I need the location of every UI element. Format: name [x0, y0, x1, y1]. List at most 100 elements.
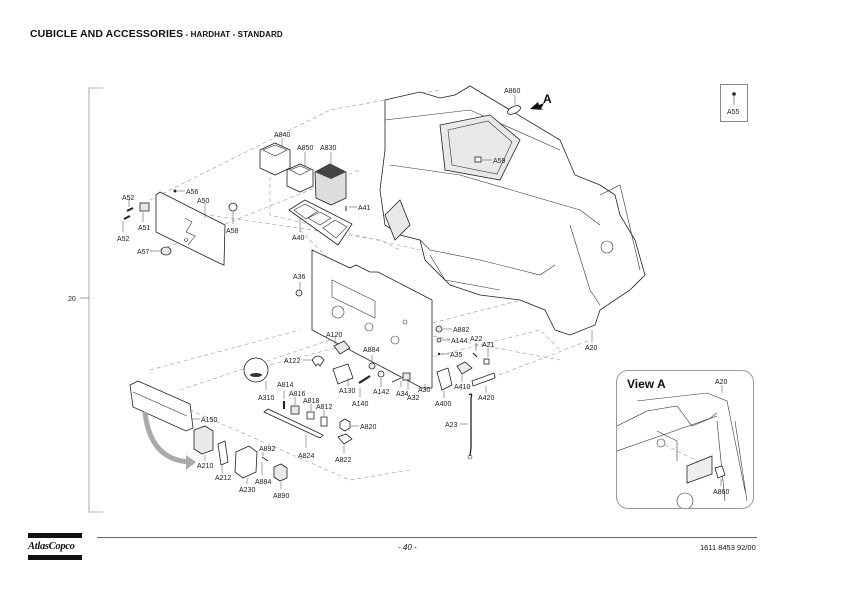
label-a20: A20 [585, 330, 598, 352]
screw-a55-icon: A55 [727, 92, 740, 116]
part-label-a310: A310 [258, 395, 274, 402]
view-a-label-a860: A860 [713, 489, 729, 496]
rail-a420: A420 [471, 372, 496, 402]
part-a410: A410 [454, 361, 473, 391]
part-a59: A59 [474, 156, 506, 165]
lock-a57: A57 [137, 246, 172, 256]
part-label-a150: A150 [201, 417, 217, 424]
part-a144: A144 [436, 337, 467, 345]
switch-a120: A120 [326, 332, 351, 355]
part-label-a840: A840 [274, 132, 290, 139]
page-number: - 40 - [398, 543, 417, 552]
part-a860: A860 [504, 88, 521, 115]
part-label-a21: A21 [482, 342, 495, 349]
frame-a40: A40 [288, 199, 353, 246]
inset-a55: A55 [720, 84, 748, 122]
page-title: CUBICLE AND ACCESSORIES - HARDHAT - STAN… [30, 28, 283, 40]
part-label-a41: A41 [358, 205, 371, 212]
part-label-a52-top: A52 [122, 195, 135, 202]
move-arrow [142, 411, 191, 465]
part-label-a860: A860 [504, 88, 520, 95]
view-a-arrow-label: A [543, 92, 552, 106]
part-label-a59: A59 [493, 158, 506, 165]
bracket-label: 20 [68, 296, 76, 303]
din-rail-a824: A824 [263, 408, 324, 460]
part-label-a58: A58 [226, 228, 239, 235]
part-a820: A820 [339, 418, 376, 432]
part-label-a30: A30 [418, 387, 431, 394]
part-label-a820: A820 [360, 424, 376, 431]
move-arrow-head [186, 455, 196, 470]
brand-name: AtlasCopco [28, 541, 75, 552]
view-a-arrow: A [530, 92, 552, 110]
brand-logo: AtlasCopco [28, 533, 82, 560]
part-label-a40: A40 [292, 235, 305, 242]
part-label-a400: A400 [435, 401, 451, 408]
part-label-a50: A50 [197, 198, 210, 205]
part-a814: A814 [277, 382, 293, 409]
meter-a840: A840 [259, 132, 290, 176]
part-a882: A882 [435, 325, 469, 334]
meter-a850: A850 [286, 145, 313, 193]
part-label-a884-bottom: A884 [255, 479, 271, 486]
screw-a52-bottom: A52 [117, 215, 131, 243]
relay-a816: A816 [289, 391, 305, 415]
part-a890: A890 [273, 463, 289, 500]
socket-a400: A400 [435, 367, 453, 408]
part-label-a144: A144 [451, 338, 467, 345]
part-label-a57: A57 [137, 249, 150, 256]
part-label-a23: A23 [445, 422, 458, 429]
part-a892: A892 [259, 446, 275, 462]
screw-a22: A22 [470, 336, 483, 358]
part-label-a816: A816 [289, 391, 305, 398]
assembly-bracket: 20 [68, 87, 103, 513]
part-a21: A21 [482, 342, 495, 365]
part-label-a36: A36 [293, 274, 306, 281]
part-a56: A56 [173, 189, 199, 196]
part-a140: A140 [352, 375, 371, 408]
part-label-a130: A130 [339, 388, 355, 395]
screw-a41: A41 [345, 205, 371, 212]
part-a32: A32 [402, 372, 420, 402]
part-label-a212: A212 [215, 475, 231, 482]
part-label-a830: A830 [320, 145, 336, 152]
part-label-a850: A850 [297, 145, 313, 152]
cable-a23: A23 [445, 393, 473, 460]
footer-divider [97, 537, 757, 538]
part-a230: A230 [234, 445, 258, 494]
part-label-a51: A51 [138, 225, 151, 232]
view-a-title: View A [627, 377, 666, 391]
part-a122: A122 [284, 355, 325, 367]
part-label-a34: A34 [396, 391, 409, 398]
part-label-a20: A20 [585, 345, 598, 352]
part-label-a822: A822 [335, 457, 351, 464]
page-title-sub: - HARDHAT - STANDARD [183, 30, 283, 39]
part-a212: A212 [215, 440, 231, 482]
part-label-a140: A140 [352, 401, 368, 408]
part-a884-top: A884 [363, 347, 379, 370]
panel-a30: A30 [311, 249, 433, 394]
part-label-a812: A812 [316, 404, 332, 411]
part-label-a824: A824 [298, 453, 314, 460]
part-a35: A35 [437, 352, 463, 359]
door-a50: A50 [155, 191, 226, 266]
latch-a58: A58 [226, 202, 239, 235]
part-label-a56: A56 [186, 189, 199, 196]
part-a812: A812 [316, 404, 332, 427]
part-label-a890: A890 [273, 493, 289, 500]
part-a822: A822 [335, 433, 353, 464]
switch-a130: A130 [332, 363, 355, 395]
part-label-a818: A818 [303, 398, 319, 405]
screw-a52-top: A52 [122, 195, 135, 212]
part-label-a22: A22 [470, 336, 483, 343]
view-a-detail: View A A20 A860 [616, 370, 754, 509]
document-number: 1611 8453 92/00 [700, 543, 756, 552]
part-label-a884-top: A884 [363, 347, 379, 354]
part-a884-bottom: A884 [255, 462, 271, 486]
part-label-label: A55 [727, 109, 740, 116]
meter-a830: A830 [314, 145, 347, 206]
part-a142: A142 [373, 370, 389, 396]
part-label-a420: A420 [478, 395, 494, 402]
screw-a36: A36 [293, 274, 306, 297]
